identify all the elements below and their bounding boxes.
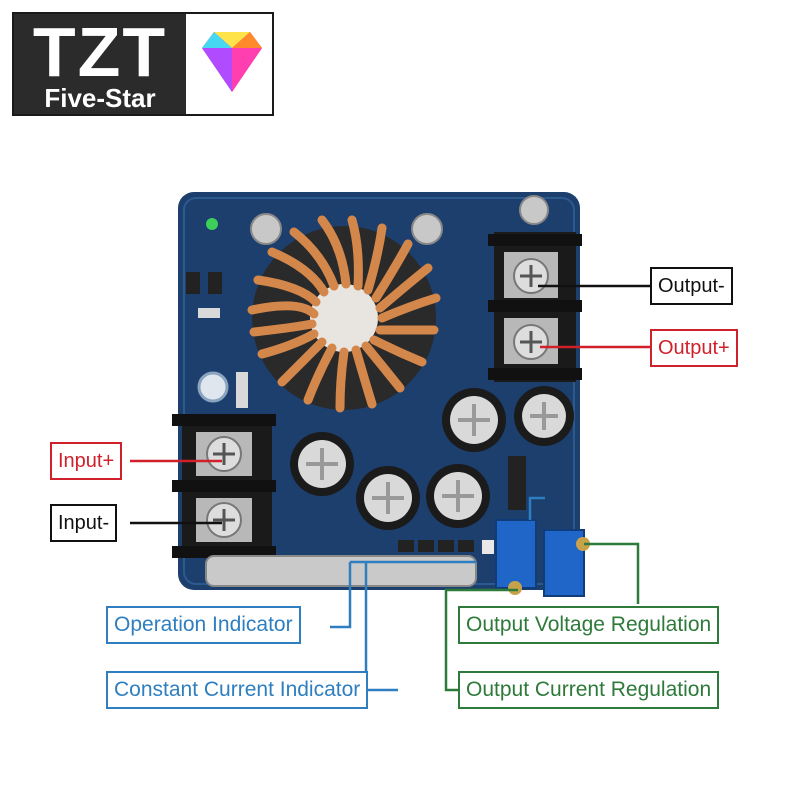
output-current-regulation-label: Output Current Regulation [458,671,720,709]
input-positive-label: Input+ [50,442,123,480]
capacitors [290,386,574,530]
smd-diode [186,272,200,294]
output-positive-label: Output+ [650,329,738,367]
brand-logo: TZT Five-Star [12,12,274,116]
toroid-inductor [247,215,441,413]
output-terminal-block [488,232,582,382]
output-voltage-regulation-label: Output Voltage Regulation [458,606,720,644]
constant-current-indicator-label: Constant Current Indicator [106,671,369,709]
smd-transistor [208,272,222,294]
callout-lines [130,284,650,692]
logo-tagline: Five-Star [44,83,156,113]
logo-brand-text: TZT [32,13,168,91]
diamond-icon [202,32,262,92]
screw [411,213,443,245]
screw [250,213,282,245]
logo-dark-block [14,14,186,114]
input-negative-label: Input- [50,504,118,542]
current-potentiometer [495,519,537,589]
input-terminal-block [172,414,276,558]
mounting-hole [197,371,229,403]
output-negative-label: Output- [650,267,733,305]
voltage-potentiometer [543,529,585,597]
operation-indicator-label: Operation Indicator [106,606,301,644]
screw [519,195,549,225]
